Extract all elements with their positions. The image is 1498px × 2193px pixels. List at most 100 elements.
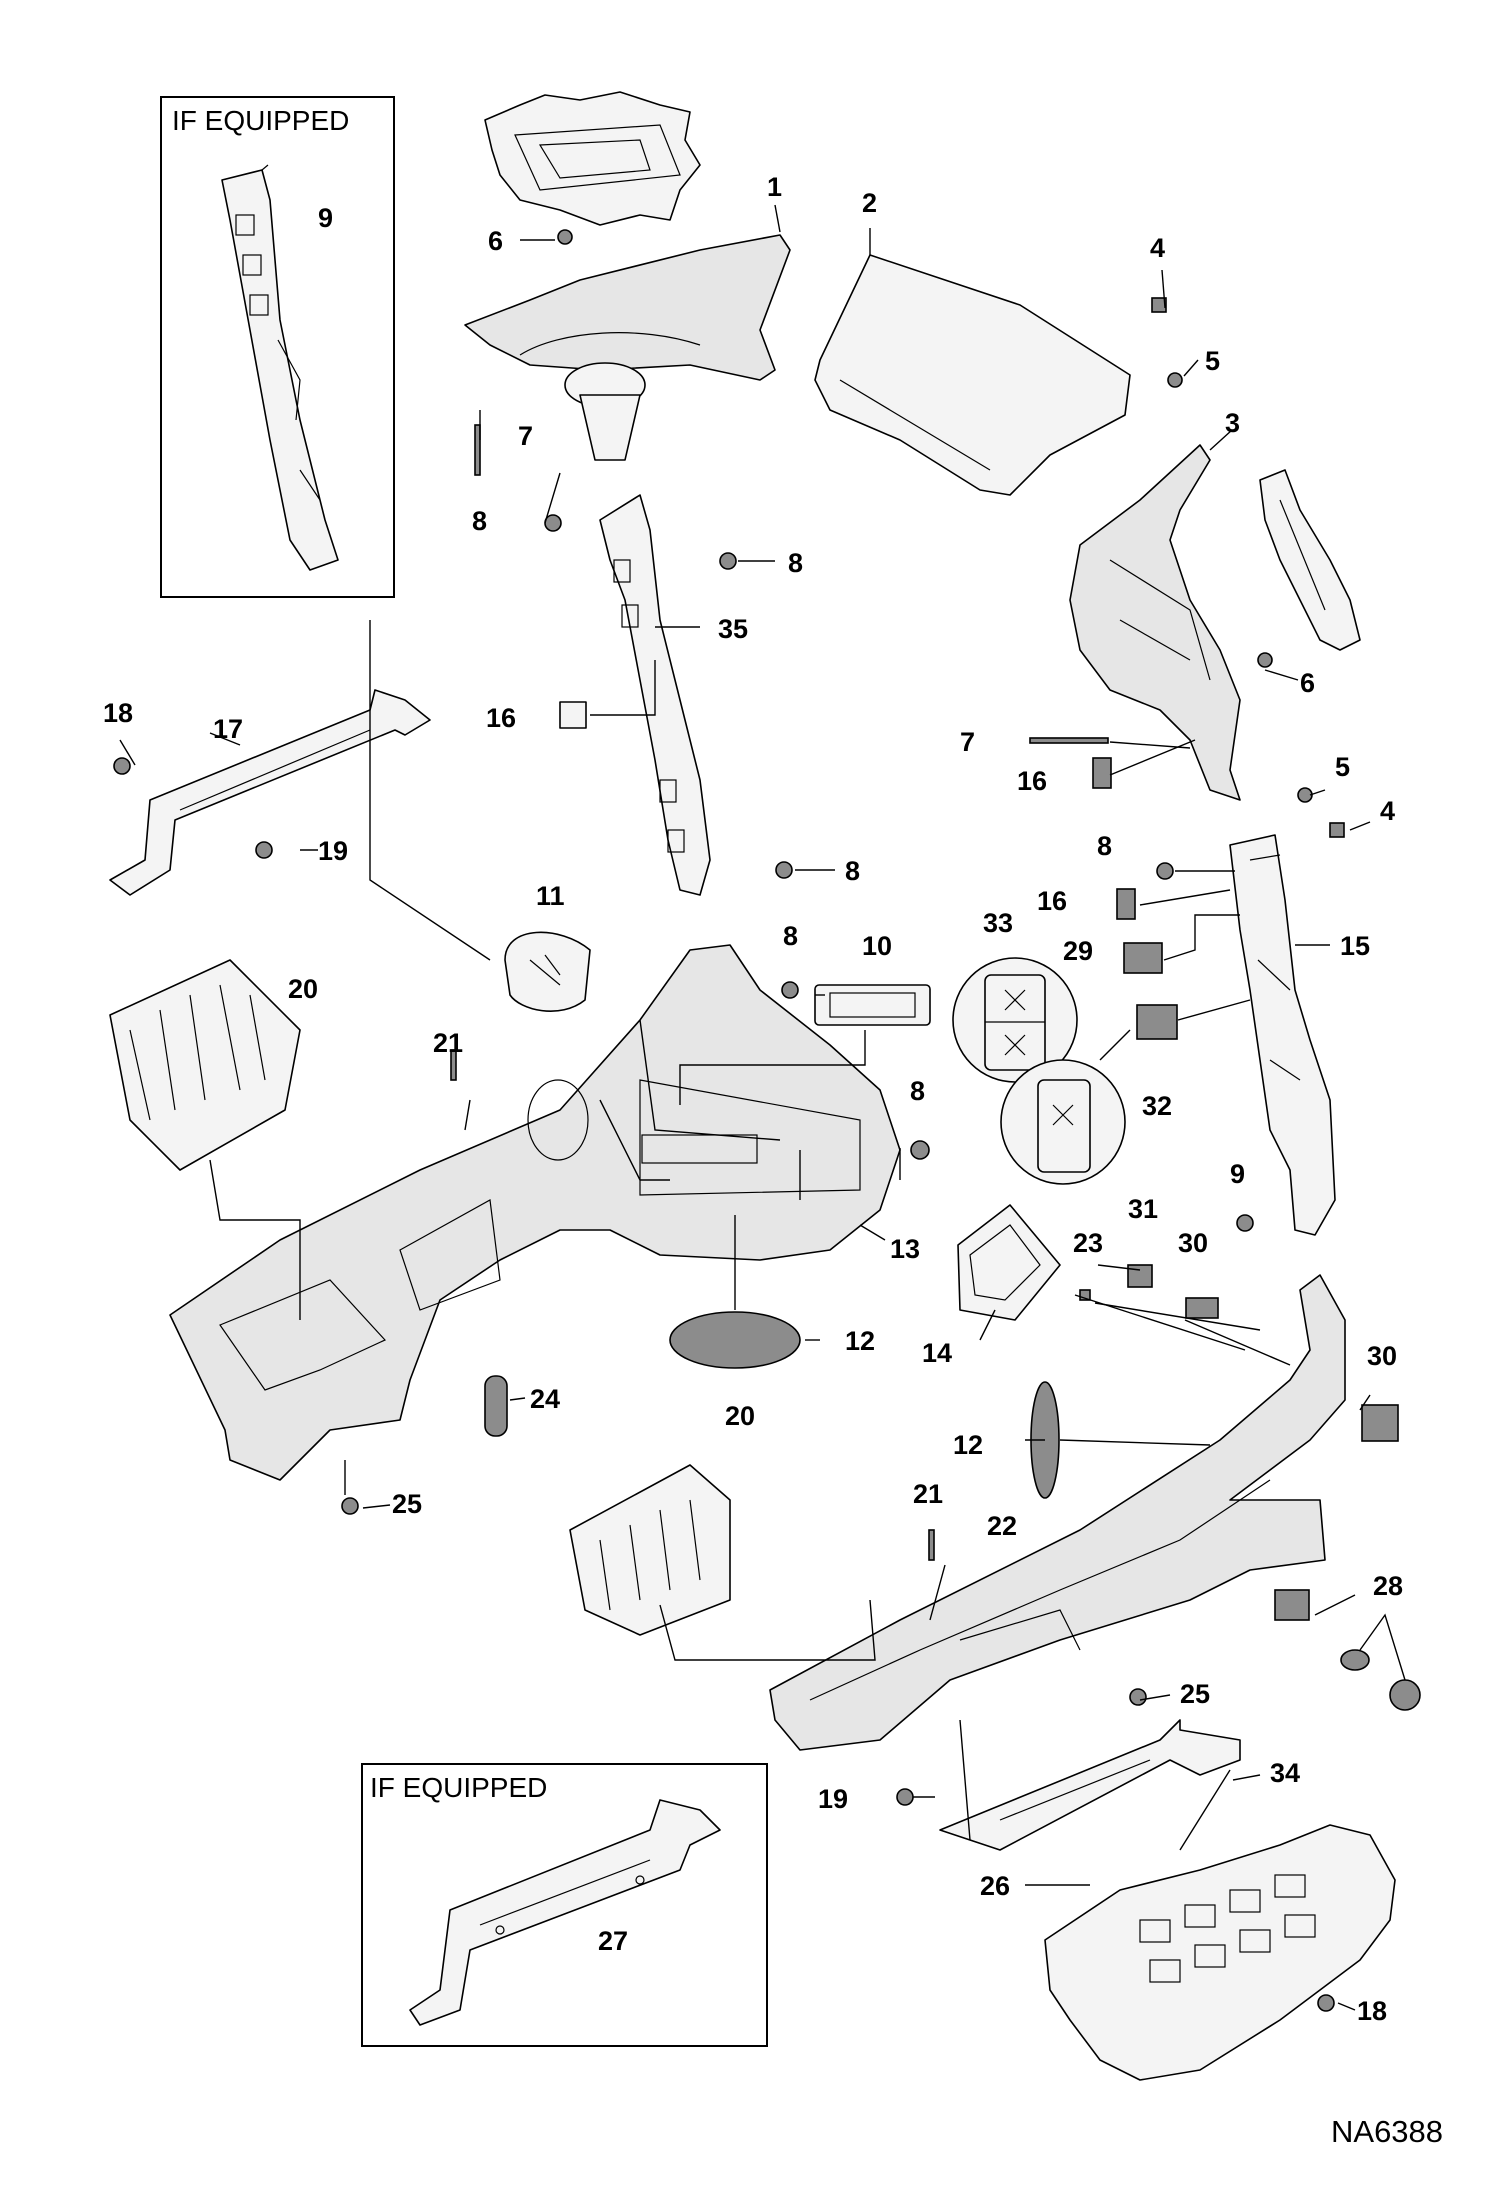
callout-3: 3: [1225, 408, 1240, 438]
callout-8-c: 8: [845, 856, 860, 886]
part-8-screw-c: [775, 861, 793, 879]
callout-34: 34: [1270, 1758, 1300, 1788]
callout-15: 15: [1340, 931, 1370, 961]
callout-31: 31: [1128, 1194, 1158, 1224]
part-30-light-b: [1361, 1404, 1399, 1442]
callout-8-b: 8: [788, 548, 803, 578]
callout-12-side: 12: [953, 1430, 983, 1460]
part-5-screw-right: [1297, 787, 1313, 803]
part-4-clip-top: [1151, 297, 1167, 313]
callout-32: 32: [1142, 1091, 1172, 1121]
callout-18-left: 18: [103, 698, 133, 728]
callout-6-top: 6: [488, 226, 503, 256]
callout-8-d: 8: [783, 921, 798, 951]
callout-12-floor: 12: [845, 1326, 875, 1356]
inset-box-top-label: IF EQUIPPED: [172, 105, 349, 136]
part-8-screw-g: [1236, 1214, 1254, 1232]
part-5-screw-top: [1167, 372, 1183, 388]
callout-5-top: 5: [1205, 346, 1220, 376]
callout-10: 10: [862, 931, 892, 961]
callout-7-left: 7: [518, 421, 533, 451]
callout-19-lower: 19: [818, 1784, 848, 1814]
part-4-clip-right: [1329, 822, 1345, 838]
part-7-pin-right: [1029, 737, 1109, 744]
callout-17: 17: [213, 714, 243, 744]
part-20-bin-left: [109, 959, 301, 1171]
part-24-grommet: [484, 1375, 508, 1437]
callout-35: 35: [718, 614, 748, 644]
part-6-clip-right: [1257, 652, 1273, 668]
part-25-fastener-left: [341, 1497, 359, 1515]
part-8-screw-e: [910, 1140, 930, 1160]
callout-4-right: 4: [1380, 796, 1395, 826]
part-21-screw-lower: [928, 1529, 935, 1561]
inset-box-bottom-label: IF EQUIPPED: [370, 1772, 547, 1803]
callout-21-lower: 21: [913, 1479, 943, 1509]
callout-25-right: 25: [1180, 1679, 1210, 1709]
callout-16-left: 16: [486, 703, 516, 733]
part-2-headliner: [814, 254, 1131, 496]
callout-11: 11: [536, 881, 565, 911]
callout-1: 1: [767, 172, 782, 202]
callouts: 1 2 3 4 4 5 5 6 6 7 7 8 8 8 8 8 8 9 9 10…: [103, 172, 1403, 2026]
leader-lines: [119, 204, 1406, 2011]
callout-25-left: 25: [392, 1489, 422, 1519]
part-12-speaker-grille-floor: [669, 1311, 801, 1369]
callout-27: 27: [598, 1926, 628, 1956]
callout-20-left: 20: [288, 974, 318, 1004]
callout-30-a: 30: [1178, 1228, 1208, 1258]
callout-8-a: 8: [472, 506, 487, 536]
drawing-code: NA6388: [1331, 2114, 1443, 2149]
part-28-cap: [1389, 1679, 1421, 1711]
callout-29: 29: [1063, 936, 1093, 966]
headliner-section-top: [484, 91, 701, 226]
fasteners: [113, 229, 1421, 2012]
part-26-step-panel: [1044, 1824, 1396, 2081]
callout-14: 14: [922, 1338, 952, 1368]
callout-24: 24: [530, 1384, 560, 1414]
part-17-bracket: [109, 689, 431, 896]
callout-23: 23: [1073, 1228, 1103, 1258]
part-8-screw-f: [1156, 862, 1174, 880]
callout-20-lower: 20: [725, 1401, 755, 1431]
part-21-screw-left: [450, 1049, 457, 1081]
part-19-nut-left: [255, 841, 273, 859]
callout-8-g: 9: [1230, 1159, 1245, 1189]
inset-box-bottom: IF EQUIPPED: [361, 1763, 768, 2047]
callout-6-right: 6: [1300, 668, 1315, 698]
part-1-upper-trim: [464, 234, 791, 461]
callout-16-right-a: 16: [1017, 766, 1047, 796]
callout-22: 22: [987, 1511, 1017, 1541]
part-28-seal: [1340, 1649, 1370, 1671]
callout-2: 2: [862, 188, 877, 218]
part-34-bracket: [939, 1719, 1241, 1851]
part-22-right-floor-trim: [769, 1274, 1346, 1751]
part-15-right-post-trim: [1229, 834, 1336, 1236]
part-8-screw-b: [719, 552, 737, 570]
part-7-pin-left: [474, 424, 481, 476]
callout-28: 28: [1373, 1571, 1403, 1601]
callout-26: 26: [980, 1871, 1010, 1901]
part-28-connector: [1274, 1589, 1310, 1621]
callout-8-e: 8: [910, 1076, 925, 1106]
callout-33: 33: [983, 908, 1013, 938]
callout-5-right: 5: [1335, 752, 1350, 782]
part-18-bolt-left: [113, 757, 131, 775]
part-16-clip-left: [559, 701, 587, 729]
part-31-clip: [1127, 1264, 1153, 1288]
callout-21-left: 21: [433, 1028, 463, 1058]
headliner-section-right: [1259, 469, 1361, 651]
callout-13: 13: [890, 1234, 920, 1264]
inset-box-top: IF EQUIPPED: [160, 96, 395, 598]
callout-30-b: 30: [1367, 1341, 1397, 1371]
part-8-screw-d: [781, 981, 799, 999]
part-6-clip-top: [557, 229, 573, 245]
part-3-upper-right-trim: [1069, 444, 1241, 801]
part-27-bracket: [409, 1799, 721, 2026]
part-9-post-trim: [221, 164, 339, 571]
callout-18-right: 18: [1357, 1996, 1387, 2026]
part-10-bezel: [814, 984, 931, 1026]
part-32-switch-bubble: [1000, 1029, 1131, 1185]
callout-8-f: 8: [1097, 831, 1112, 861]
